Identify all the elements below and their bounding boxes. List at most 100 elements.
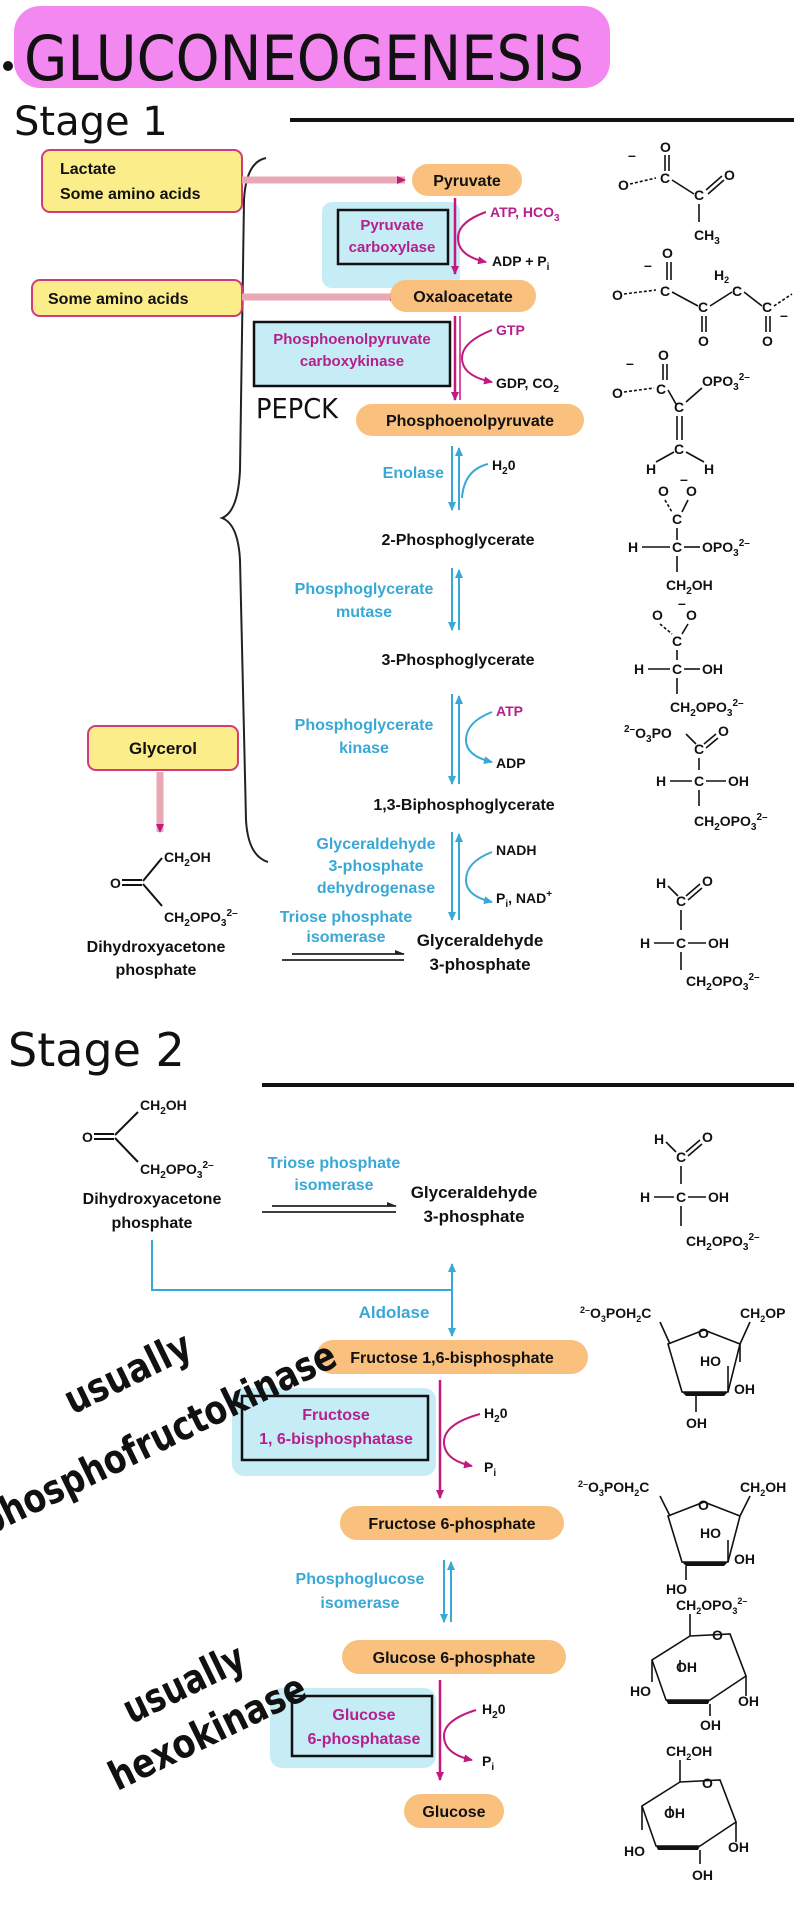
svg-text:O: O [658, 347, 669, 363]
svg-text:H: H [628, 539, 638, 555]
fbpase-pi: Pi [484, 1459, 496, 1479]
f16bp-label: Fructose 1,6-bisphosphate [350, 1350, 554, 1367]
pg2-structure: O O – C H C OPO32– CH2OH [628, 471, 750, 597]
pep-structure: – O O C C OPO32– C H H [612, 347, 750, 477]
pc-highlight [322, 202, 460, 288]
gdp-co2-text: GDP, CO2 [496, 375, 559, 395]
svg-text:C: C [672, 539, 682, 555]
gapdh-enzyme-line1: Glyceraldehyde [316, 836, 435, 853]
svg-text:C: C [676, 893, 686, 909]
svg-text:H: H [640, 1189, 650, 1205]
f16bp-structure: 2–O3POH2C CH2OP O HO OH OH [580, 1305, 785, 1431]
pgk-enzyme-line2: kinase [339, 740, 389, 757]
svg-text:C: C [676, 935, 686, 951]
g6pase-enzyme-line1: Glucose [332, 1707, 395, 1724]
svg-text:CH2OPO32–: CH2OPO32– [676, 1596, 747, 1616]
svg-text:OH: OH [702, 661, 723, 677]
svg-text:H: H [704, 461, 714, 477]
gapdh-enzyme-line3: dehydrogenase [317, 880, 435, 897]
svg-text:O: O [652, 607, 663, 623]
g6p-node: Glucose 6-phosphate [342, 1640, 566, 1674]
glycerol-source-box: Glycerol [87, 725, 239, 771]
svg-text:C: C [694, 187, 704, 203]
g6p-label: Glucose 6-phosphate [373, 1650, 536, 1667]
dhap2-ch2opo3: CH2OPO32– [140, 1160, 214, 1181]
pc-hand-box [336, 208, 450, 266]
pep-label: Phosphoenolpyruvate [386, 413, 554, 430]
svg-text:OH: OH [700, 1717, 721, 1733]
svg-text:OH: OH [728, 773, 749, 789]
f6p-structure: 2–O3POH2C CH2OH O HO OH HO [578, 1479, 786, 1597]
lactate-source-box: Lactate Some amino acids [41, 149, 243, 213]
svg-text:H: H [654, 1131, 664, 1147]
svg-text:O: O [698, 1325, 709, 1341]
fbpase-enzyme-line2: 1, 6-bisphosphatase [259, 1431, 413, 1448]
page-title: GLUCONEOGENESIS [24, 22, 584, 95]
svg-text:H: H [656, 875, 666, 891]
svg-text:–: – [626, 355, 634, 371]
svg-text:O: O [686, 483, 697, 499]
pepck-note: PEPCK [256, 392, 339, 425]
svg-text:O: O [718, 723, 729, 739]
svg-text:O: O [612, 287, 623, 303]
svg-text:CH2OH: CH2OH [666, 1743, 712, 1762]
svg-text:OH: OH [734, 1551, 755, 1567]
svg-text:OH: OH [686, 1415, 707, 1431]
g6pase-pi: Pi [482, 1753, 494, 1773]
svg-text:CH2OPO32–: CH2OPO32– [686, 1232, 760, 1253]
note-hexokinase: usually hexokinase [101, 1635, 314, 1800]
fbpase-highlight [232, 1388, 436, 1476]
g6pase-side-arrow [442, 1709, 477, 1763]
g6p-structure: CH2OPO32– O OH HO OH OH [630, 1596, 759, 1733]
pgi-enzyme-line2: isomerase [320, 1595, 399, 1612]
lactate-label: Lactate [60, 161, 116, 178]
pyruvate-structure: – O O C C O CH3 [618, 139, 735, 247]
svg-text:HO: HO [700, 1525, 721, 1541]
stage2-heading: Stage 2 [8, 1023, 185, 1077]
gapdh-enzyme-line2: 3-phosphate [328, 858, 423, 875]
atp-hco3-text: ATP, HCO3 [490, 204, 560, 224]
svg-text:C: C [732, 283, 742, 299]
svg-text:CH2OP: CH2OP [740, 1305, 785, 1324]
f16bp-node: Fructose 1,6-bisphosphate [316, 1340, 588, 1374]
oxaloacetate-label: Oxaloacetate [413, 289, 513, 306]
pepck-box [252, 320, 452, 388]
pgm-enzyme-line2: mutase [336, 604, 392, 621]
dhap2-ch2oh: CH2OH [140, 1097, 187, 1117]
svg-text:HO: HO [700, 1353, 721, 1369]
stage1-heading: Stage 1 [14, 99, 168, 145]
svg-text:C: C [674, 399, 684, 415]
dhap2-line2: phosphate [112, 1215, 193, 1232]
pc-enzyme-line1: Pyruvate [360, 217, 423, 234]
svg-text:C: C [698, 299, 708, 315]
svg-text:C: C [656, 381, 666, 397]
pc-enzyme-line2: carboxylase [349, 239, 436, 256]
pepck-side-arrow [460, 329, 493, 385]
gapdh-pi-nad: Pi, NAD+ [496, 889, 552, 910]
svg-text:O: O [660, 139, 671, 155]
svg-text:HO: HO [666, 1581, 687, 1597]
fbpase-hand-box [240, 1394, 430, 1462]
f6p-node: Fructose 6-phosphate [340, 1506, 564, 1540]
svg-text:O: O [698, 1497, 709, 1513]
svg-text:CH2OPO32–: CH2OPO32– [670, 698, 744, 719]
svg-text:HO: HO [624, 1843, 645, 1859]
svg-text:–: – [780, 307, 788, 323]
glycerol-label: Glycerol [129, 739, 197, 758]
pgm-enzyme-line1: Phosphoglycerate [295, 581, 434, 598]
svg-text:C: C [762, 299, 772, 315]
svg-text:H2: H2 [714, 267, 729, 285]
svg-text:C: C [694, 741, 704, 757]
svg-text:O: O [702, 873, 713, 889]
svg-text:OH: OH [728, 1839, 749, 1855]
svg-text:–: – [680, 471, 688, 487]
pc-side-arrow [456, 211, 487, 265]
svg-text:O: O [724, 167, 735, 183]
pgk-atp: ATP [496, 703, 523, 719]
svg-text:–: – [628, 147, 636, 163]
svg-text:O: O [686, 607, 697, 623]
svg-text:OPO32–: OPO32– [702, 538, 750, 559]
title-banner [14, 6, 610, 88]
enolase-side [461, 463, 489, 499]
